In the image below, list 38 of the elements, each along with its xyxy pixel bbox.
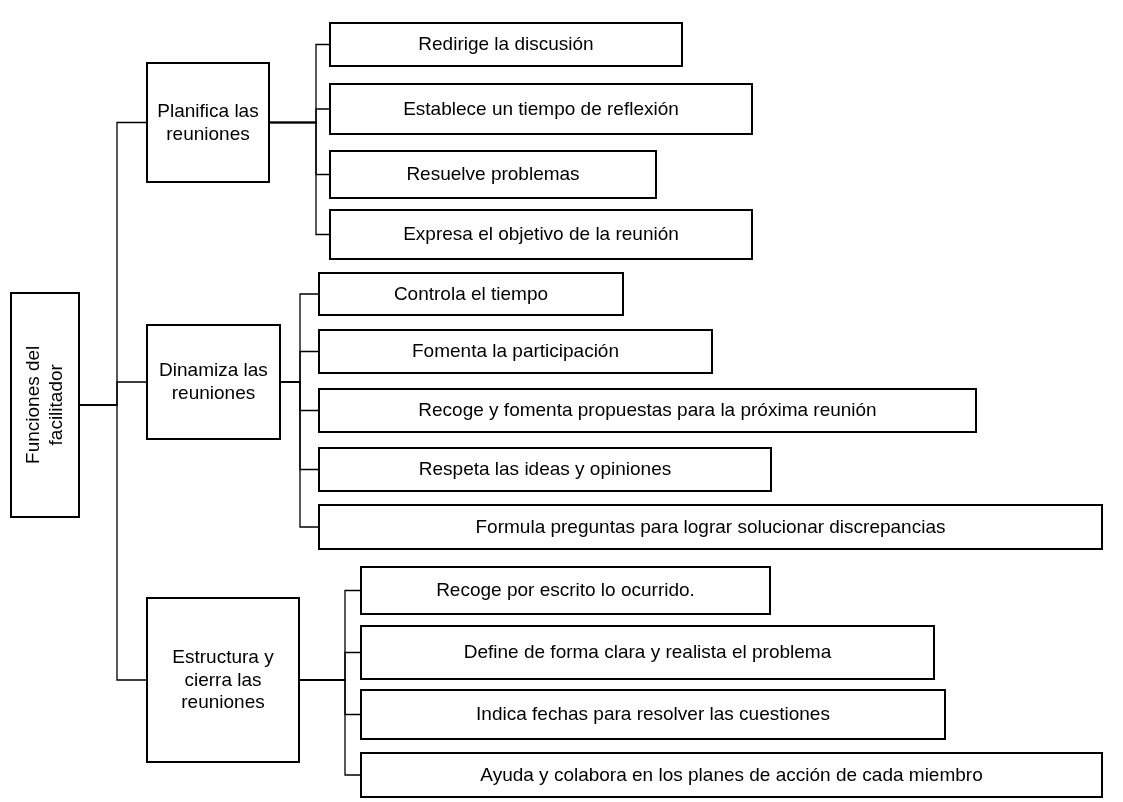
- box-label: Ayuda y colabora en los planes de acción de cada miembro: [480, 763, 983, 787]
- box-label: Fomenta la participación: [412, 340, 619, 363]
- category-box: [146, 62, 270, 183]
- category-box: [146, 324, 281, 440]
- function-box: [329, 22, 683, 67]
- function-box: [329, 83, 753, 135]
- box-label: Respeta las ideas y opiniones: [418, 458, 672, 481]
- function-box: [318, 329, 713, 374]
- box-label: Indica fechas para resolver las cuestiones: [476, 703, 830, 726]
- function-box: [329, 150, 657, 199]
- box-label: Dinamiza las reuniones: [158, 359, 269, 405]
- connector-line: [280, 381, 319, 528]
- function-box: [318, 388, 977, 433]
- category-box: [146, 597, 300, 763]
- connector-line: [299, 679, 361, 776]
- root-box: [10, 292, 80, 518]
- function-box: [360, 752, 1103, 798]
- connector-line: [269, 121, 330, 236]
- box-label: Controla el tiempo: [393, 282, 549, 306]
- box-label: Define de forma clara y realista el problema: [463, 641, 832, 664]
- function-box: [318, 272, 624, 316]
- box-label: Formula preguntas para lograr solucionar discrepancias: [475, 515, 946, 539]
- box-label: Recoge por escrito lo ocurrido.: [436, 579, 695, 602]
- box-label: Establece un tiempo de reflexión: [403, 97, 679, 121]
- connector-line: [79, 404, 147, 681]
- box-label: Redirige la discusión: [418, 33, 594, 56]
- function-box: [360, 689, 946, 740]
- function-box: [318, 504, 1103, 550]
- box-label: Estructura y cierra las reuniones: [171, 645, 275, 715]
- box-label: Resuelve problemas: [406, 163, 580, 186]
- function-box: [329, 209, 753, 260]
- box-label: Recoge y fomenta propuestas para la próxima reunión: [418, 399, 877, 422]
- box-label: Funciones del facilitador: [22, 344, 67, 467]
- box-label: Expresa el objetivo de la reunión: [403, 223, 679, 246]
- function-box: [318, 447, 772, 492]
- function-box: [360, 566, 771, 615]
- box-label: Planifica las reuniones: [156, 99, 260, 146]
- function-box: [360, 625, 935, 680]
